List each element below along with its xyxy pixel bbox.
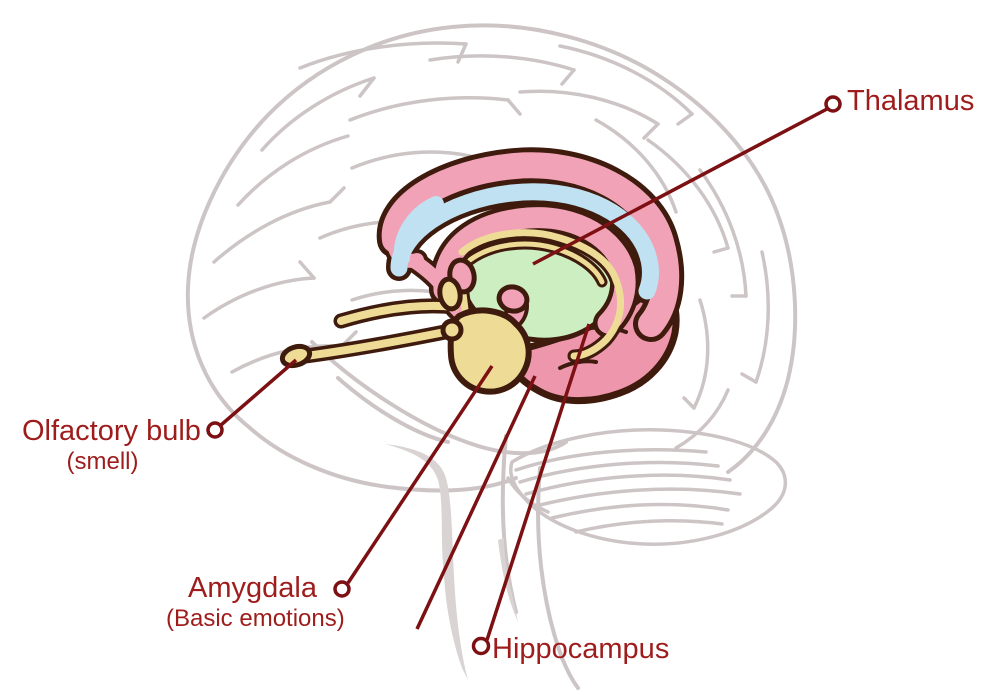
cerebellum-stria — [534, 487, 742, 508]
amygdala-pointer-line — [346, 365, 494, 584]
cerebellum-stria — [518, 460, 720, 484]
gyrus-line — [212, 200, 332, 264]
fornix — [458, 229, 620, 284]
label-olfactory-bulb: Olfactory bulb — [22, 415, 201, 447]
gyrus-line — [298, 41, 468, 70]
gyrus-line — [698, 168, 748, 298]
gyrus-line — [692, 298, 710, 410]
cerebellum-stria — [514, 448, 708, 472]
amygdala-anchor-circle — [333, 580, 351, 598]
thalamus-pointer-line — [532, 107, 828, 266]
amygdala-region — [447, 307, 532, 395]
cerebrum-silhouette — [185, 23, 798, 474]
cerebellum-outline — [509, 428, 787, 546]
corpus-callosum-genu — [393, 196, 444, 266]
sylvian-sweep — [310, 340, 568, 456]
label-amygdala-sub: (Basic emotions) — [166, 605, 345, 632]
gyrus-line — [558, 44, 694, 116]
gyrus-ticks — [298, 42, 758, 410]
cerebellum-stria — [506, 476, 550, 514]
temporal-inner-curve — [336, 376, 450, 444]
hypothalamus-bump — [440, 318, 464, 342]
gyrus-line — [594, 118, 678, 214]
frontal-base-outline — [248, 426, 518, 493]
label-thalamus: Thalamus — [847, 85, 975, 117]
hippocampus-anchor-circle — [471, 636, 491, 656]
thalamus-anchor-circle — [824, 95, 842, 113]
limbic-system — [279, 147, 685, 405]
gyrus-line — [202, 276, 316, 320]
comma-head — [496, 284, 530, 314]
gyrus-line — [646, 138, 730, 250]
inner-pink-ring — [433, 207, 636, 334]
cerebellum-stria — [574, 518, 724, 534]
corpus-callosum — [390, 183, 659, 300]
cerebellum — [506, 428, 787, 546]
cingulate-gyrus-band — [381, 152, 680, 337]
gyrus-line — [260, 76, 376, 152]
gyrus-line — [674, 388, 730, 450]
hippocampus-pointer-line — [485, 323, 591, 641]
label-olfactory-bulb-sub: (smell) — [66, 448, 139, 475]
olfactory-tract — [294, 327, 454, 361]
gyrus-line — [518, 89, 660, 126]
gyrus-line — [754, 250, 770, 384]
cerebellum-stria — [550, 502, 730, 520]
fornix-inner-strip — [467, 241, 605, 285]
olfactory-anchor-circle — [206, 421, 224, 439]
cerebellum-stria — [524, 473, 732, 496]
gyrus-line — [236, 134, 350, 207]
brainstem-line — [536, 466, 580, 690]
gyrus-line — [350, 150, 472, 170]
label-amygdala: Amygdala — [188, 572, 317, 604]
olfactory-pointer-line — [219, 358, 298, 427]
brainstem-sliver — [385, 444, 468, 680]
olfactory-bulb-region — [279, 343, 313, 369]
fimbria — [570, 276, 625, 360]
mammillary-body-small — [437, 276, 463, 312]
pointer-lines — [206, 95, 842, 656]
unlabeled-pointer-line — [415, 375, 537, 630]
gyrus-line — [348, 96, 510, 122]
gyrus-line — [428, 54, 576, 72]
label-hippocampus: Hippocampus — [492, 633, 670, 665]
